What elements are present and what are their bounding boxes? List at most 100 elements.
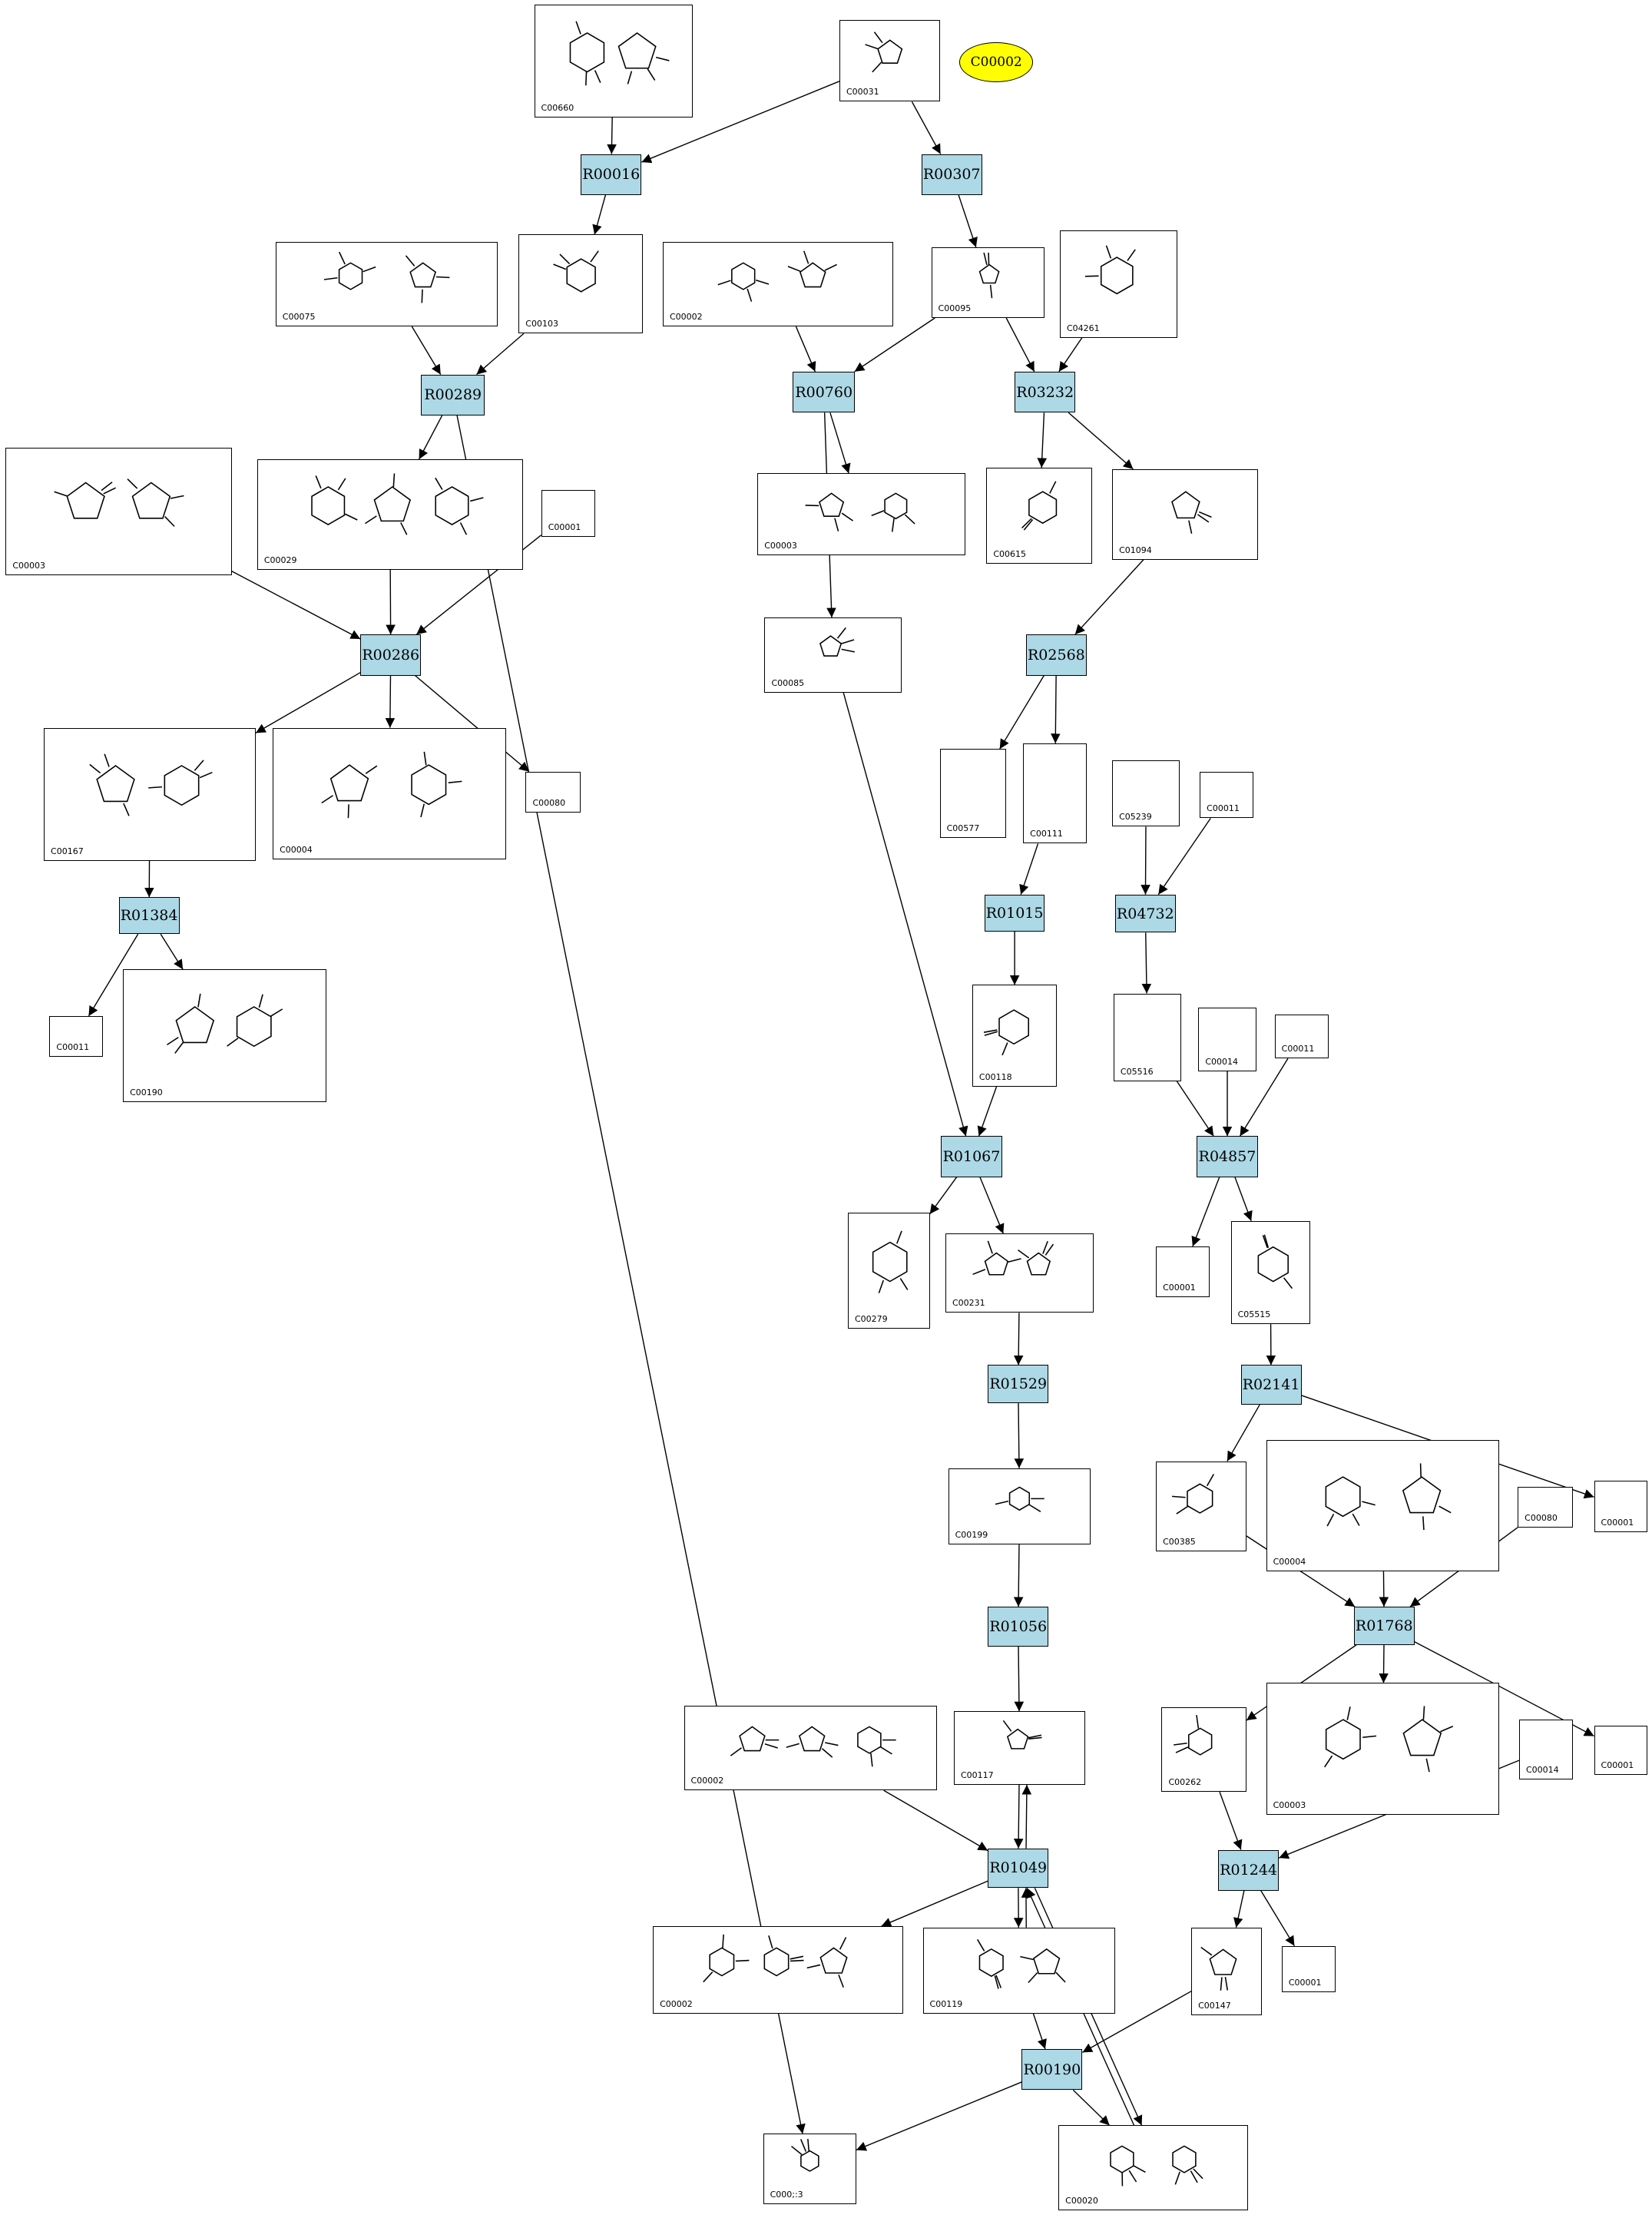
compound-node[interactable]: C00147 [1191, 1927, 1263, 2015]
reaction-node[interactable]: R01244 [1218, 1849, 1280, 1891]
compound-node[interactable]: C00014 [1198, 1007, 1256, 1071]
structure-drawing [1161, 1252, 1204, 1278]
compound-node[interactable]: C00103 [518, 234, 644, 334]
compound-id-label: C00014 [1526, 1764, 1559, 1775]
compound-node[interactable]: C00199 [948, 1468, 1091, 1545]
reaction-node[interactable]: R04857 [1197, 1136, 1258, 1177]
compound-node[interactable]: C00002 [662, 241, 893, 327]
compound-node[interactable]: C00001 [1594, 1481, 1648, 1532]
compound-node[interactable]: C00080 [525, 771, 581, 813]
reaction-node[interactable]: R00190 [1021, 2049, 1083, 2091]
compound-node[interactable]: C00011 [49, 1015, 104, 1058]
compound-node[interactable]: C00001 [1594, 1725, 1648, 1776]
compound-node[interactable]: C00577 [939, 749, 1007, 839]
structure-drawing [1237, 1227, 1305, 1305]
structure-drawing [1117, 475, 1253, 541]
compound-node[interactable]: C00002 [684, 1705, 937, 1791]
compound-node[interactable]: C00231 [945, 1233, 1094, 1313]
structure-drawing [954, 1474, 1086, 1525]
compound-node[interactable]: C00117 [954, 1711, 1086, 1785]
structure-drawing [281, 247, 492, 307]
compound-node[interactable]: C05239 [1112, 760, 1180, 827]
compound-node[interactable]: C00119 [922, 1927, 1115, 2014]
reaction-node[interactable]: R00289 [421, 374, 485, 415]
compound-id-label: C00003 [764, 541, 797, 551]
compound-node[interactable]: C01094 [1112, 468, 1258, 560]
reaction-edge [641, 81, 840, 164]
reaction-node[interactable]: R02568 [1025, 634, 1087, 676]
reaction-edge [958, 194, 978, 248]
reaction-node[interactable]: R04732 [1114, 894, 1176, 933]
reaction-node[interactable]: R01768 [1353, 1607, 1415, 1645]
reaction-node[interactable]: R01529 [988, 1365, 1049, 1404]
compound-node[interactable]: C00279 [848, 1212, 930, 1329]
compound-node[interactable]: C00002 [653, 1925, 903, 2014]
compound-node[interactable]: C00031 [839, 19, 940, 102]
reaction-edge [160, 933, 184, 970]
compound-id-label: C000;:3 [770, 2190, 803, 2200]
reaction-edge [1032, 2013, 1047, 2050]
structure-drawing [1028, 749, 1081, 825]
reaction-node[interactable]: R01384 [118, 897, 180, 935]
compound-node[interactable]: C00004 [1266, 1439, 1500, 1572]
highlighted-compound[interactable]: C00002 [959, 42, 1034, 82]
reaction-node[interactable]: R00016 [581, 154, 642, 195]
compound-node[interactable]: C000;:3 [763, 2134, 857, 2205]
compound-node[interactable]: C00111 [1023, 743, 1087, 844]
compound-node[interactable]: C00080 [1518, 1486, 1573, 1528]
compound-node[interactable]: C00615 [986, 468, 1093, 564]
compound-node[interactable]: C00085 [764, 617, 902, 693]
compound-id-label: C00002 [660, 1998, 693, 2009]
compound-id-label: C05515 [1237, 1309, 1271, 1320]
reaction-edge [883, 1789, 988, 1852]
compound-node[interactable]: C05515 [1230, 1220, 1310, 1325]
reaction-edge [1141, 826, 1150, 895]
compound-id-label: C00085 [771, 677, 805, 688]
reaction-node[interactable]: R01067 [941, 1136, 1002, 1177]
reaction-edge [1219, 1791, 1243, 1850]
compound-node[interactable]: C05516 [1113, 993, 1182, 1081]
reaction-edge [1379, 1644, 1389, 1683]
compound-node[interactable]: C00004 [273, 727, 506, 859]
compound-node[interactable]: C04261 [1060, 230, 1177, 338]
compound-node[interactable]: C00029 [257, 459, 523, 570]
compound-node[interactable]: C00001 [1156, 1246, 1210, 1298]
compound-node[interactable]: C00001 [541, 490, 595, 538]
reaction-node[interactable]: R00760 [793, 371, 856, 413]
reaction-node[interactable]: R03232 [1015, 371, 1076, 413]
reaction-node[interactable]: R02141 [1240, 1365, 1302, 1405]
compound-node[interactable]: C00003 [1266, 1683, 1500, 1815]
compound-node[interactable]: C00118 [972, 985, 1058, 1087]
compound-id-label: C00279 [855, 1313, 888, 1324]
compound-node[interactable]: C00660 [534, 4, 693, 118]
compound-node[interactable]: C00001 [1281, 1945, 1336, 1993]
reaction-node[interactable]: R01015 [985, 894, 1045, 932]
reaction-edge [1260, 1890, 1296, 1947]
structure-drawing [1523, 1492, 1568, 1508]
compound-node[interactable]: C00385 [1156, 1461, 1246, 1552]
reaction-edge [881, 1880, 988, 1927]
compound-node[interactable]: C00003 [757, 473, 965, 556]
reaction-edge [977, 1086, 998, 1137]
compound-node[interactable]: C00075 [275, 241, 498, 327]
compound-node[interactable]: C00020 [1058, 2125, 1248, 2210]
compound-id-label: C00103 [525, 319, 558, 329]
reaction-node[interactable]: R00286 [360, 634, 422, 676]
compound-node[interactable]: C00095 [931, 247, 1045, 318]
reaction-node[interactable]: R01049 [988, 1848, 1049, 1889]
compound-node[interactable]: C00011 [1274, 1015, 1329, 1059]
compound-node[interactable]: C00014 [1519, 1720, 1573, 1779]
compound-id-label: C00117 [961, 1769, 994, 1780]
reaction-edge [231, 571, 361, 640]
compound-id-label: C00014 [1205, 1056, 1238, 1067]
compound-node[interactable]: C00003 [5, 448, 232, 575]
compound-node[interactable]: C00011 [1200, 771, 1254, 819]
compound-node[interactable]: C00262 [1161, 1707, 1246, 1793]
compound-node[interactable]: C00190 [123, 969, 327, 1103]
reaction-edge [829, 412, 851, 474]
compound-node[interactable]: C00167 [44, 727, 257, 861]
reaction-node[interactable]: R00307 [921, 154, 982, 195]
compound-id-label: C00190 [130, 1087, 163, 1098]
reaction-edge [456, 415, 806, 2134]
reaction-node[interactable]: R01056 [988, 1607, 1049, 1647]
